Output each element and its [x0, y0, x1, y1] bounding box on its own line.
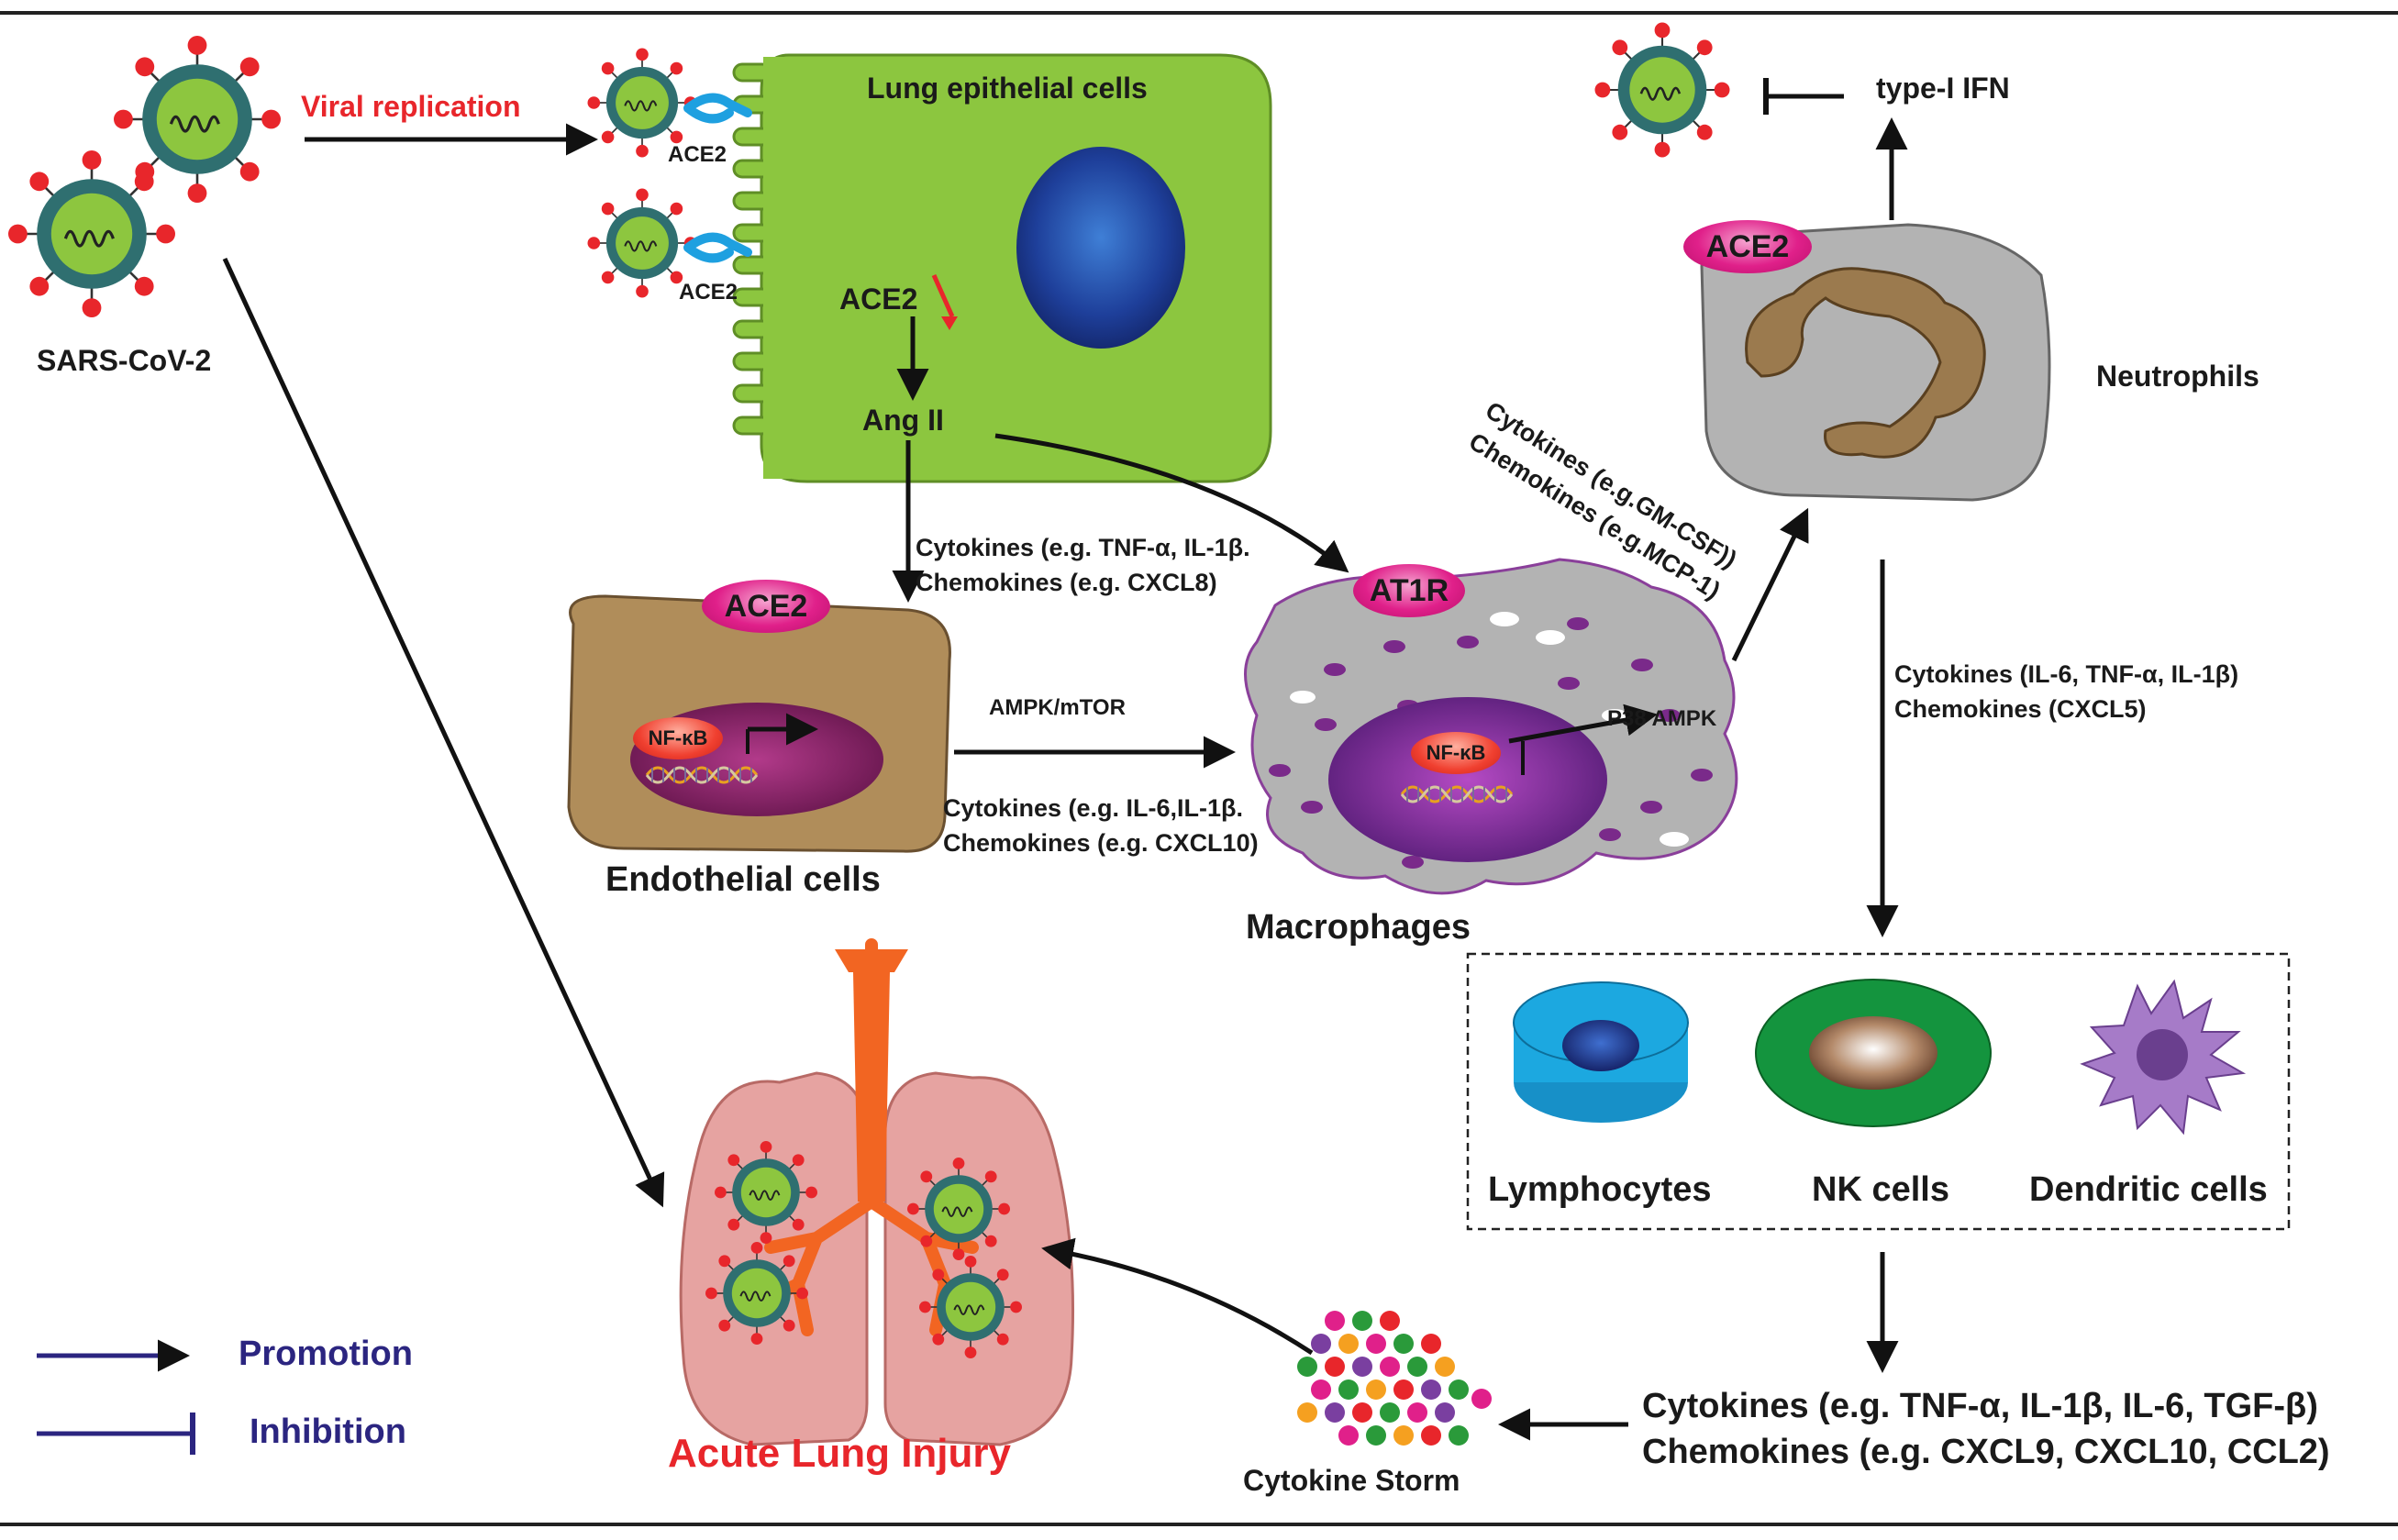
sars-cov-2-label: SARS-CoV-2 [37, 344, 212, 377]
neu-imm-cytokines: Cytokines (IL-6, TNF-α, IL-1β) [1894, 660, 2239, 688]
virus-icon [917, 1254, 1024, 1360]
nk-cell [1755, 979, 1992, 1127]
nk-cells-label: NK cells [1812, 1170, 1949, 1209]
immune-cells-box [1466, 952, 2291, 1231]
epi-endo-cytokines: Cytokines (e.g. TNF-α, IL-1β. [916, 534, 1250, 561]
arrow-p38 [1508, 704, 1658, 744]
ace2-receptor-icon [683, 232, 752, 263]
virus-icon [6, 149, 177, 319]
epithelial-nucleus [1016, 147, 1185, 349]
cytokine-storm-label: Cytokine Storm [1243, 1464, 1460, 1497]
legend-promotion-label: Promotion [239, 1335, 413, 1373]
arrow-virus-to-injury [222, 257, 665, 1208]
dendritic-cell [2080, 979, 2247, 1136]
virus-icon [586, 47, 698, 159]
p38-ampk-label: P38 AMPK [1607, 706, 1717, 731]
neutrophils-label: Neutrophils [2096, 360, 2259, 393]
endo-mac-cytokines: Cytokines (e.g. IL-6,IL-1β. [943, 794, 1244, 822]
ace2-label-2: ACE2 [679, 280, 738, 305]
ace2-receptor-icon [683, 93, 752, 124]
macrophage-cell [1244, 558, 1738, 895]
cytokine-storm-particles [1297, 1311, 1492, 1446]
ang-ii-label: Ang II [862, 404, 944, 437]
lungs-illustration [679, 938, 1075, 1446]
epithelial-title: Lung epithelial cells [867, 72, 1148, 105]
ace2-neutrophil-badge: ACE2 [1683, 220, 1812, 273]
epi-endo-chemokines: Chemokines (e.g. CXCL8) [916, 569, 1217, 596]
ace2-downregulated-label: ACE2 [839, 283, 918, 316]
lymphocyte-cell [1513, 981, 1689, 1123]
virus-icon [704, 1240, 810, 1346]
virus-icon [905, 1156, 1012, 1262]
ace2-endothelial-badge: ACE2 [702, 580, 830, 633]
lymphocytes-label: Lymphocytes [1488, 1170, 1712, 1209]
acute-lung-injury-label: Acute Lung Injury [668, 1431, 1011, 1476]
endothelial-cell [567, 594, 951, 853]
virus-icon [1593, 21, 1731, 159]
neu-imm-chemokines: Chemokines (CXCL5) [1894, 695, 2147, 723]
final-chemokines: Chemokines (e.g. CXCL9, CXCL10, CCL2) [1642, 1433, 2330, 1471]
down-arrow-icon [941, 316, 958, 330]
arrow-storm-to-injury [1041, 1237, 1314, 1356]
arrow-to-macrophage [994, 433, 1349, 573]
legend-inhibition-label: Inhibition [250, 1413, 406, 1451]
nfkb-macrophage-badge: NF-κB [1411, 732, 1501, 774]
type-i-ifn-label: type-I IFN [1876, 72, 2010, 105]
epithelial-cell [732, 53, 1272, 483]
viral-replication-label: Viral replication [301, 90, 521, 123]
endo-mac-chemokines: Chemokines (e.g. CXCL10) [943, 829, 1259, 857]
arrow-macrophage-to-neutrophil [1731, 507, 1809, 662]
down-arrow-icon [931, 273, 955, 318]
final-cytokines: Cytokines (e.g. TNF-α, IL-1β, IL-6, TGF-… [1642, 1387, 2318, 1425]
ampk-mtor-label: AMPK/mTOR [989, 695, 1126, 720]
virus-icon [713, 1139, 819, 1246]
neutrophil-nucleus [1745, 267, 1986, 459]
dendritic-cells-label: Dendritic cells [2029, 1170, 2268, 1209]
macrophages-label: Macrophages [1246, 908, 1471, 947]
ace2-label-1: ACE2 [668, 142, 727, 167]
nfkb-endothelial-badge: NF-κB [633, 717, 723, 759]
endothelial-label: Endothelial cells [605, 860, 881, 899]
neutrophil-cell [1700, 223, 2051, 502]
at1r-badge: AT1R [1353, 564, 1465, 617]
